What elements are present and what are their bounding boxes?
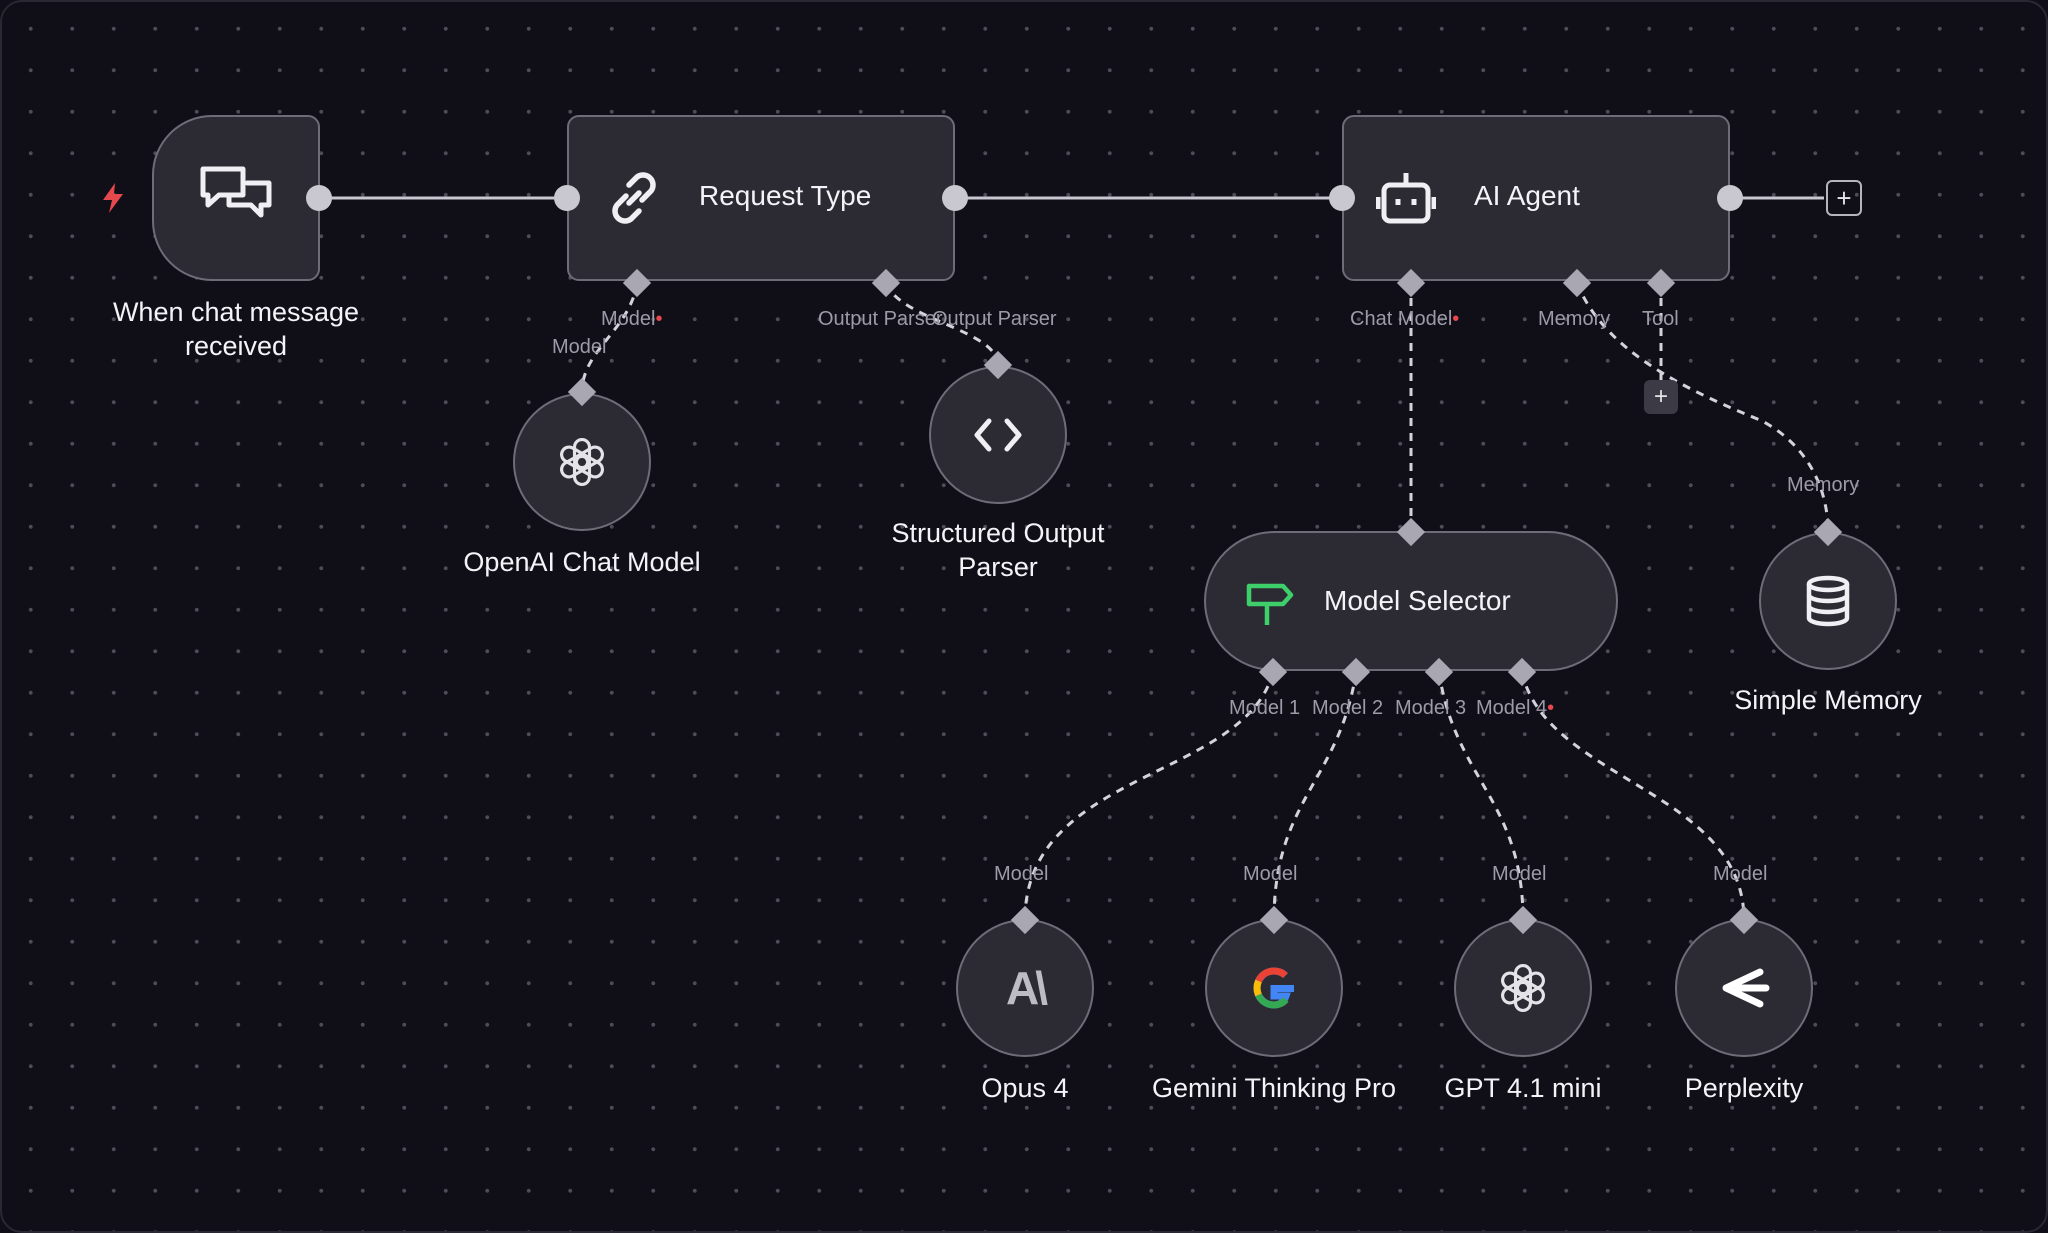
openai-chat-model-caption: OpenAI Chat Model bbox=[463, 547, 701, 577]
port-label-parser-input: Output Parser bbox=[932, 308, 1057, 330]
openai-icon bbox=[515, 395, 649, 529]
code-brackets-icon bbox=[931, 368, 1065, 502]
port-label-memory-input: Memory bbox=[1787, 474, 1860, 496]
handle-memory-top bbox=[1813, 517, 1843, 547]
model-selector-title: Model Selector bbox=[1324, 585, 1511, 616]
handle-request-input bbox=[554, 185, 580, 211]
chat-bubbles-icon bbox=[154, 117, 318, 279]
handle-agent-output bbox=[1717, 185, 1743, 211]
add-next-node-button[interactable]: + bbox=[1826, 180, 1862, 216]
robot-icon bbox=[1374, 167, 1438, 231]
model-caption-perplexity: Perplexity bbox=[1684, 1073, 1804, 1103]
handle-agent-input bbox=[1329, 185, 1355, 211]
port-label-selector-model-2: Model 2 bbox=[1312, 697, 1384, 719]
structured-output-parser-caption: Structured Output Parser bbox=[891, 518, 1105, 582]
request-type-title: Request Type bbox=[699, 180, 872, 211]
model-node-gpt-4-1-mini[interactable] bbox=[1454, 919, 1592, 1057]
port-label-request-model: Model• bbox=[601, 308, 663, 330]
database-icon bbox=[1761, 534, 1895, 668]
port-label-agent-chat-model: Chat Model• bbox=[1350, 308, 1460, 330]
connection-model-4 bbox=[1520, 671, 1746, 921]
handle-parser-top bbox=[983, 350, 1013, 380]
model-node-opus-4[interactable]: A\ bbox=[956, 919, 1094, 1057]
simple-memory-node[interactable] bbox=[1759, 532, 1897, 670]
connection-output-parser bbox=[884, 282, 1000, 366]
handle-agent-memory bbox=[1562, 268, 1592, 298]
handle-request-output bbox=[942, 185, 968, 211]
handle-request-model bbox=[622, 268, 652, 298]
openai-chat-model-node[interactable] bbox=[513, 393, 651, 531]
port-label-selector-model-1: Model 1 bbox=[1229, 697, 1301, 719]
handle-request-output-parser bbox=[871, 268, 901, 298]
anthropic-glyph: A\ bbox=[1006, 962, 1048, 1014]
handle-trigger-output bbox=[306, 185, 332, 211]
handle-perplexity-top bbox=[1729, 905, 1759, 935]
port-label-agent-tool: Tool bbox=[1642, 308, 1679, 330]
port-label-selector-model-4: Model 4• bbox=[1476, 697, 1555, 719]
model-node-perplexity[interactable] bbox=[1675, 919, 1813, 1057]
port-label-gemini-model: Model bbox=[1243, 863, 1298, 885]
connection-memory bbox=[1575, 282, 1830, 533]
port-label-agent-memory: Memory bbox=[1538, 308, 1611, 330]
handle-agent-tool bbox=[1646, 268, 1676, 298]
model-caption-opus-4: Opus 4 bbox=[981, 1073, 1069, 1103]
handle-gemini-top bbox=[1259, 905, 1289, 935]
handle-selector-model-2 bbox=[1341, 657, 1371, 687]
simple-memory-caption: Simple Memory bbox=[1734, 685, 1922, 715]
anthropic-icon: A\ bbox=[958, 921, 1092, 1055]
handle-selector-top bbox=[1396, 517, 1426, 547]
trigger-bolt-icon bbox=[98, 180, 128, 216]
trigger-caption: When chat message received bbox=[112, 297, 360, 361]
model-caption-gemini-thinking-pro: Gemini Thinking Pro bbox=[1151, 1073, 1397, 1103]
ai-agent-title: AI Agent bbox=[1474, 180, 1580, 211]
port-label-gpt-model: Model bbox=[1492, 863, 1547, 885]
model-node-gemini-thinking-pro[interactable] bbox=[1205, 919, 1343, 1057]
port-label-selector-model-3: Model 3 bbox=[1395, 697, 1467, 719]
google-icon bbox=[1207, 921, 1341, 1055]
signpost-icon bbox=[1244, 577, 1296, 629]
port-label-perplexity-model: Model bbox=[1713, 863, 1768, 885]
ai-agent-node[interactable]: AI Agent bbox=[1342, 115, 1730, 281]
model-selector-node[interactable]: Model Selector bbox=[1204, 531, 1618, 671]
handle-selector-model-1 bbox=[1258, 657, 1288, 687]
request-type-node[interactable]: Request Type bbox=[567, 115, 955, 281]
handle-selector-model-4 bbox=[1507, 657, 1537, 687]
port-label-opus-model: Model bbox=[994, 863, 1049, 885]
link-icon bbox=[599, 163, 669, 233]
handle-opus-top bbox=[1010, 905, 1040, 935]
connection-openai-model bbox=[580, 282, 639, 393]
add-tool-button[interactable]: + bbox=[1644, 380, 1678, 414]
handle-agent-chat-model bbox=[1396, 268, 1426, 298]
port-label-openai-model: Model bbox=[552, 336, 607, 358]
model-caption-gpt-4-1-mini: GPT 4.1 mini bbox=[1444, 1073, 1602, 1103]
port-label-request-output-parser: Output Parser bbox=[818, 308, 943, 330]
handle-selector-model-3 bbox=[1424, 657, 1454, 687]
handle-gpt-top bbox=[1508, 905, 1538, 935]
perplexity-icon bbox=[1677, 921, 1811, 1055]
handle-openai-top bbox=[567, 377, 597, 407]
